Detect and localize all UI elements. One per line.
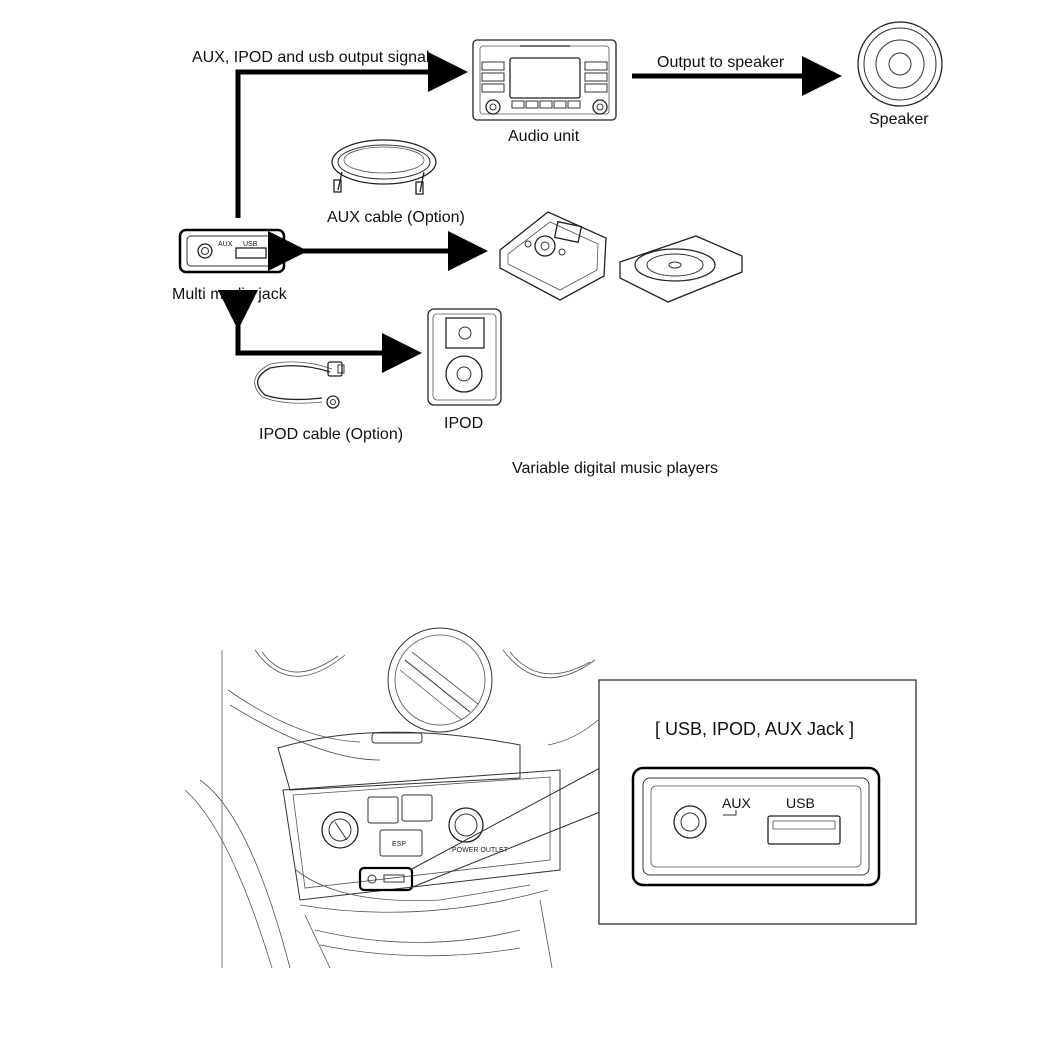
multimedia-jack: AUX USB <box>178 228 286 274</box>
jack-usb-text: USB <box>243 241 258 248</box>
ipod-label: IPOD <box>444 415 483 432</box>
esp-button-text: ESP <box>392 841 406 848</box>
audio-unit-label: Audio unit <box>508 128 580 145</box>
callout-box <box>598 679 917 925</box>
music-player-device <box>499 211 607 301</box>
output-signal-label: AUX, IPOD and usb output signal <box>192 49 429 66</box>
ipod-arrow <box>218 290 422 373</box>
speaker <box>857 21 943 107</box>
output-signal-arrow <box>235 52 468 218</box>
callout-aux-label: AUX <box>722 795 751 811</box>
ipod-device <box>427 308 502 406</box>
cd-player-device <box>619 235 743 303</box>
aux-cable-icon <box>331 139 437 195</box>
power-outlet-text: POWER OUTLET <box>452 847 509 854</box>
multimedia-jack-label: Multi media jack <box>172 286 288 303</box>
callout-title: [ USB, IPOD, AUX Jack ] <box>655 719 854 739</box>
jack-aux-text: AUX <box>218 241 233 248</box>
console-illustration: ESP POWER OUTLET <box>184 627 601 969</box>
aux-cable-label: AUX cable (Option) <box>327 209 465 226</box>
ipod-cable-icon <box>254 361 345 409</box>
output-speaker-label: Output to speaker <box>657 54 785 71</box>
callout-usb-label: USB <box>786 795 815 811</box>
digital-players-label: Variable digital music players <box>512 460 718 477</box>
ipod-cable-label: IPOD cable (Option) <box>259 426 403 443</box>
speaker-label: Speaker <box>869 111 929 128</box>
audio-unit <box>472 39 617 121</box>
